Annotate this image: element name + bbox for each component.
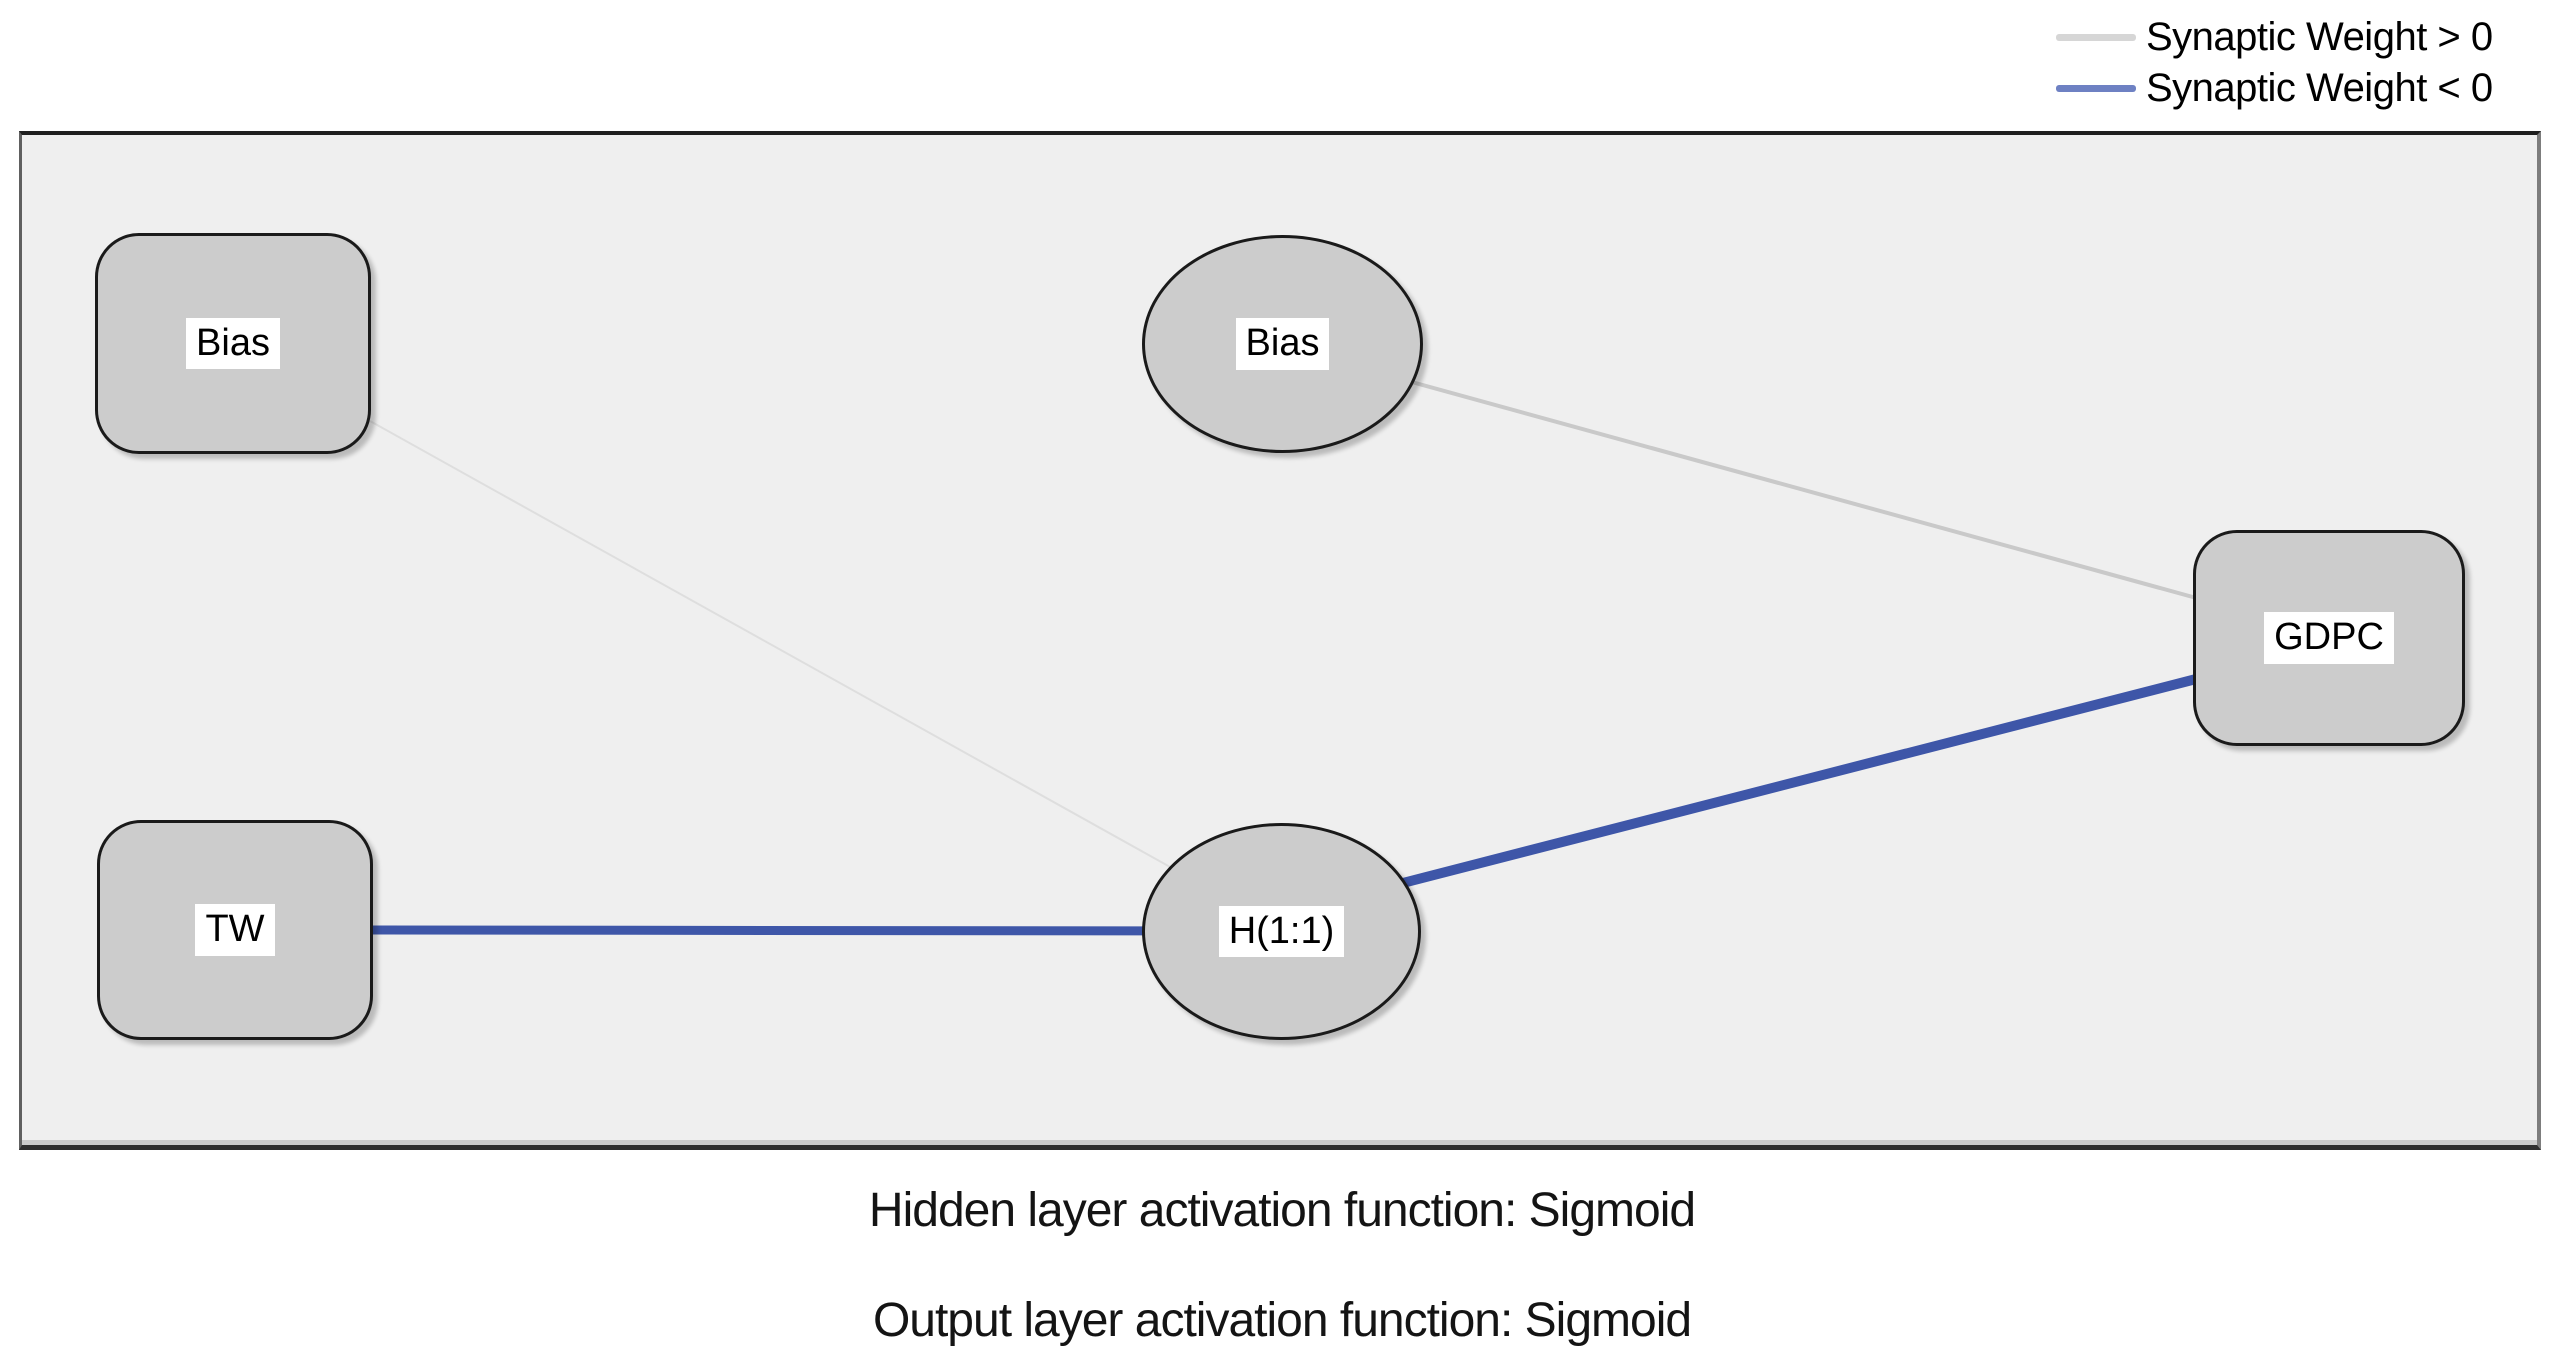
- node-label: Bias: [1235, 318, 1330, 370]
- legend: Synaptic Weight > 0 Synaptic Weight < 0: [2056, 13, 2493, 115]
- node-label: H(1:1): [1218, 905, 1345, 958]
- positive-weight-line-swatch: [2056, 33, 2136, 41]
- legend-item-negative-weight: Synaptic Weight < 0: [2056, 64, 2493, 112]
- hidden-layer-activation-caption: Hidden layer activation function: Sigmoi…: [868, 1184, 1696, 1237]
- legend-label-positive-weight: Synaptic Weight > 0: [2146, 14, 2493, 59]
- legend-item-positive-weight: Synaptic Weight > 0: [2056, 13, 2493, 61]
- node-h11: H(1:1): [1142, 823, 1421, 1040]
- node-gdpc: GDPC: [2193, 530, 2465, 746]
- node-bias-hidden: Bias: [1142, 235, 1423, 453]
- negative-weight-line-swatch: [2056, 84, 2136, 92]
- legend-label-negative-weight: Synaptic Weight < 0: [2146, 65, 2493, 110]
- node-bias-input: Bias: [95, 233, 371, 454]
- node-label: Bias: [186, 317, 280, 370]
- node-label: TW: [195, 904, 275, 956]
- output-layer-activation-caption: Output layer activation function: Sigmoi…: [872, 1294, 1692, 1347]
- node-tw: TW: [97, 820, 373, 1040]
- node-label: GDPC: [2264, 612, 2394, 664]
